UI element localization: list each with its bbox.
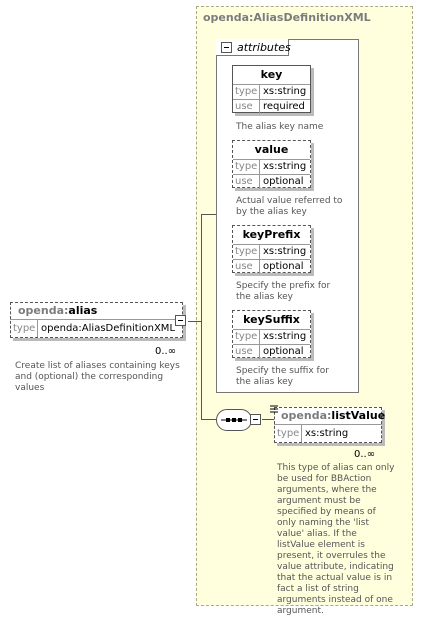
alias-cardinality: 0..∞: [155, 346, 177, 357]
attribute-description: The alias key name: [236, 122, 324, 132]
connector-line: [201, 419, 216, 420]
attribute-type-value: xs:string: [263, 331, 307, 342]
attribute-name: value: [233, 141, 310, 160]
list-value-description: This type of alias can only be used for …: [277, 463, 395, 616]
list-value-cardinality: 0..∞: [354, 449, 376, 460]
attribute-name: keySuffix: [233, 311, 310, 330]
attribute-name: key: [233, 66, 310, 85]
attribute-type-value: xs:string: [263, 86, 307, 97]
attribute-use-label: use: [233, 100, 260, 114]
attribute-use-value: optional: [263, 176, 304, 187]
connector-line: [201, 214, 202, 419]
complex-type-title: openda:AliasDefinitionXML: [203, 11, 371, 24]
attribute-type-label: type: [233, 245, 260, 259]
list-value-element[interactable]: [274, 407, 382, 443]
connector-line: [262, 419, 274, 420]
attribute-use-value: required: [263, 101, 305, 112]
alias-description: Create list of aliases containing keys a…: [15, 361, 180, 393]
attribute-description: Specify the prefix for the alias key: [236, 281, 331, 302]
list-element-icon: [270, 405, 278, 413]
attribute-type-value: xs:string: [263, 246, 307, 257]
connector-line: [201, 214, 216, 215]
attribute-type-label: type: [233, 330, 260, 344]
alias-element-name: openda:alias: [10, 302, 183, 320]
sequence-icon: [221, 418, 247, 422]
attribute-use-label: use: [233, 345, 260, 359]
attribute-use-label: use: [233, 260, 260, 274]
attribute-use-value: optional: [263, 261, 304, 272]
attribute-description: Actual value referred to by the alias ke…: [236, 196, 343, 217]
collapse-attributes-icon[interactable]: [221, 42, 232, 53]
collapse-sequence-icon[interactable]: [250, 414, 261, 425]
attribute-name: keyPrefix: [233, 226, 310, 245]
attribute-use-value: optional: [263, 346, 304, 357]
attribute-type-value: xs:string: [263, 161, 307, 172]
sequence-compositor[interactable]: [216, 409, 252, 431]
list-value-element-name: openda:listValue: [274, 407, 385, 425]
attributes-group-label: attributes: [237, 41, 291, 54]
connector-line: [188, 321, 202, 322]
attribute-type-label: type: [233, 160, 260, 174]
attribute-type-label: type: [233, 85, 260, 99]
attribute-use-label: use: [233, 175, 260, 189]
alias-element[interactable]: [10, 302, 183, 338]
attributes-group-header: [216, 39, 289, 56]
collapse-alias-icon[interactable]: [175, 315, 186, 326]
attribute-description: Specify the suffix for the alias key: [236, 366, 329, 387]
